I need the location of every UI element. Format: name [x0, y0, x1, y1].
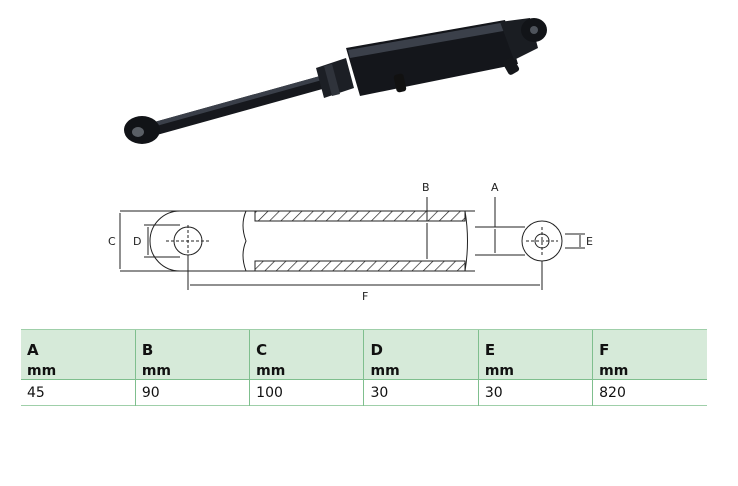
unit-f: mm — [592, 359, 707, 380]
dim-label-c: C — [108, 235, 116, 248]
header-c: C — [249, 329, 364, 359]
header-d: D — [363, 329, 479, 359]
value-c: 100 — [249, 379, 364, 406]
header-f: F — [592, 329, 707, 359]
header-b: B — [134, 329, 250, 359]
unit-c: mm — [249, 359, 364, 380]
unit-e: mm — [477, 359, 593, 380]
dimensions-table: A B C D E F mm mm mm mm mm mm 45 90 100 … — [21, 329, 707, 406]
value-f: 820 — [592, 379, 707, 406]
dim-label-e: E — [586, 235, 593, 248]
value-a: 45 — [27, 384, 45, 401]
table-row: 45 90 100 30 30 820 — [21, 379, 707, 406]
hydraulic-cylinder-photo — [124, 18, 547, 144]
header-e: E — [477, 329, 593, 359]
value-e: 30 — [477, 379, 593, 406]
value-b: 90 — [134, 379, 250, 406]
dim-label-d: D — [133, 235, 141, 248]
dimension-drawing: C D B A E F — [108, 181, 593, 303]
header-a: A — [21, 329, 136, 359]
table-header-units: mm mm mm mm mm mm — [21, 359, 707, 380]
dim-label-a: A — [491, 181, 499, 194]
unit-d: mm — [363, 359, 479, 380]
table-header-letters: A B C D E F — [21, 329, 707, 359]
dim-label-b: B — [422, 181, 430, 194]
dim-label-f: F — [362, 290, 368, 303]
unit-b: mm — [134, 359, 250, 380]
unit-a: mm — [21, 359, 136, 380]
cylinder-body — [124, 18, 547, 144]
rod-eye-outline — [149, 210, 246, 272]
value-d: 30 — [363, 379, 479, 406]
